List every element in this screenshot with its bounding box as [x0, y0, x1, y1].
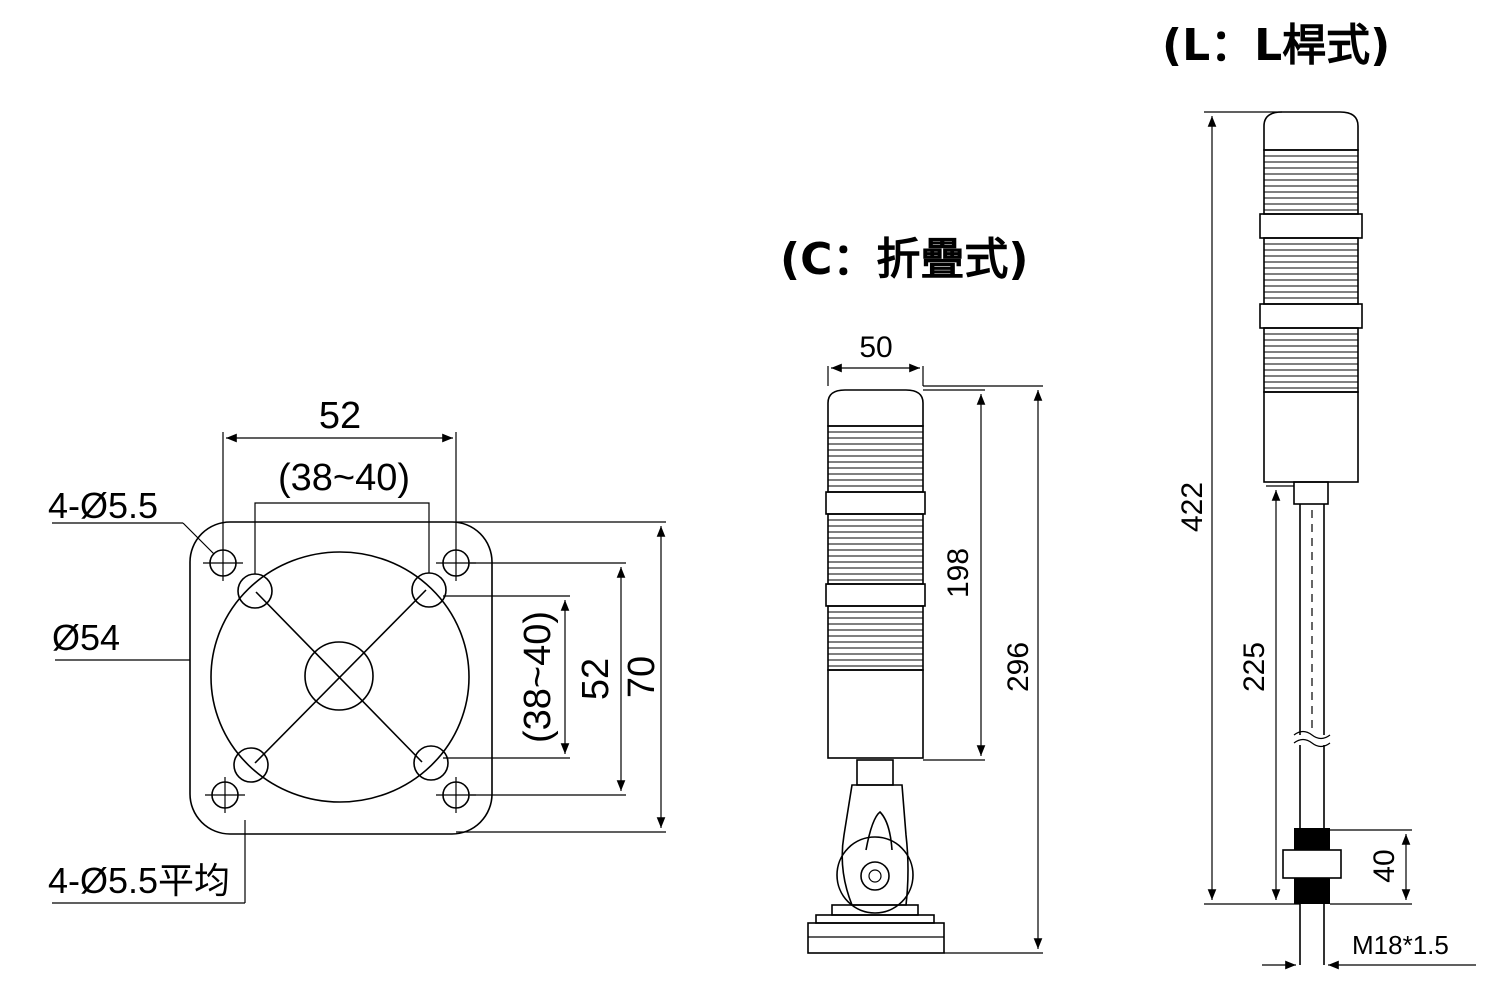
- label-diameter: Ø54: [52, 617, 120, 658]
- title-folding: (C：折疊式): [780, 234, 1029, 285]
- corner-hole: [436, 545, 476, 581]
- dim-height-mid: 52: [575, 658, 617, 700]
- dim-height-outer: 70: [621, 656, 663, 698]
- inner-hole: [413, 745, 449, 781]
- title-pole: (L：L桿式): [1162, 20, 1390, 71]
- corner-hole: [205, 777, 245, 813]
- base-plate-view: 52 (38~40) 4-Ø5.5 Ø54 4-Ø5.5平均 (38~40) 5…: [48, 395, 666, 904]
- ribs: [1264, 155, 1358, 389]
- inner-hole: [411, 572, 447, 608]
- tier-collar: [1259, 303, 1363, 329]
- ribs: [828, 431, 923, 667]
- dim-height-inner: (38~40): [517, 611, 559, 743]
- tower-body: [1263, 391, 1359, 483]
- pole-view: (L：L桿式) 422 225: [1162, 20, 1476, 970]
- hinge: [836, 836, 914, 914]
- dim-height-total: 422: [1176, 482, 1209, 532]
- lock-nut: [1282, 849, 1342, 879]
- corner-hole: [436, 777, 476, 813]
- dim-height-thread: 40: [1368, 849, 1401, 882]
- label-hole-top: 4-Ø5.5: [48, 485, 158, 526]
- label-hole-bottom: 4-Ø5.5平均: [48, 860, 230, 901]
- dim-height-body: 198: [942, 548, 975, 598]
- center-hub: [304, 641, 374, 711]
- tower-cap: [1263, 111, 1359, 151]
- tier-collar: [825, 491, 926, 515]
- dim-width-outer: 52: [319, 395, 361, 437]
- tower-cap: [827, 389, 924, 427]
- tower-body: [827, 669, 924, 759]
- dim-height-pole: 225: [1238, 642, 1271, 692]
- folding-view: (C：折疊式) 50: [780, 234, 1043, 954]
- dim-height-total: 296: [1002, 642, 1035, 692]
- tier-collar: [1259, 213, 1363, 239]
- dim-width: 50: [859, 331, 892, 364]
- base-foot: [807, 922, 945, 954]
- tier-collar: [825, 583, 926, 607]
- inner-hole: [233, 747, 269, 783]
- corner-hole: [203, 545, 243, 581]
- dim-width-inner: (38~40): [278, 457, 410, 499]
- thread-nut: [1294, 828, 1330, 850]
- base-circle: [210, 551, 470, 803]
- base-plate-outline: [189, 521, 493, 835]
- label-thread-spec: M18*1.5: [1352, 930, 1449, 960]
- inner-hole: [237, 573, 273, 609]
